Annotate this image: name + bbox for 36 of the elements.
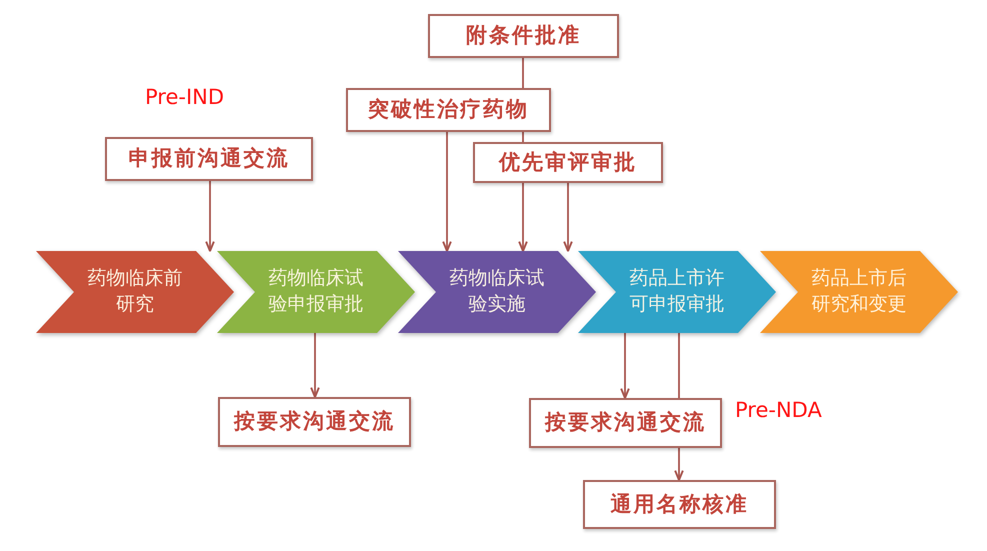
step-label: 药物临床前研究 <box>87 266 183 317</box>
step-label: 药品上市后研究和变更 <box>811 266 907 317</box>
step-box <box>473 142 663 183</box>
box-label: 附条件批准 <box>466 23 581 49</box>
arrow <box>310 333 320 398</box>
process-step <box>217 251 415 333</box>
annotation-text: Pre-IND <box>145 86 224 110</box>
process-step <box>398 251 596 333</box>
step-box <box>529 398 722 448</box>
arrow <box>674 448 684 481</box>
connector-line <box>522 58 524 88</box>
connector-line <box>678 333 680 398</box>
step-box <box>583 480 776 529</box>
step-box <box>428 14 619 58</box>
arrow <box>518 183 528 252</box>
step-label: 药物临床试验实施 <box>449 266 545 317</box>
box-label: 突破性治疗药物 <box>368 97 529 123</box>
arrow <box>442 132 452 252</box>
process-step <box>760 251 958 333</box>
connector-line <box>522 132 524 142</box>
arrow <box>563 183 573 252</box>
process-step <box>36 251 234 333</box>
step-box <box>346 88 551 132</box>
step-label: 药品上市许可申报审批 <box>629 266 725 317</box>
arrow <box>620 333 630 399</box>
annotation-text: Pre-NDA <box>735 399 822 422</box>
arrow <box>205 181 215 252</box>
process-step <box>578 251 776 333</box>
step-box <box>218 397 411 447</box>
box-label: 通用名称核准 <box>610 492 748 518</box>
box-label: 按要求沟通交流 <box>234 409 395 435</box>
box-label: 优先审评审批 <box>499 150 637 176</box>
box-label: 按要求沟通交流 <box>545 410 706 436</box>
box-label: 申报前沟通交流 <box>128 146 290 172</box>
step-label: 药物临床试验申报审批 <box>268 266 364 317</box>
step-box <box>105 137 313 181</box>
